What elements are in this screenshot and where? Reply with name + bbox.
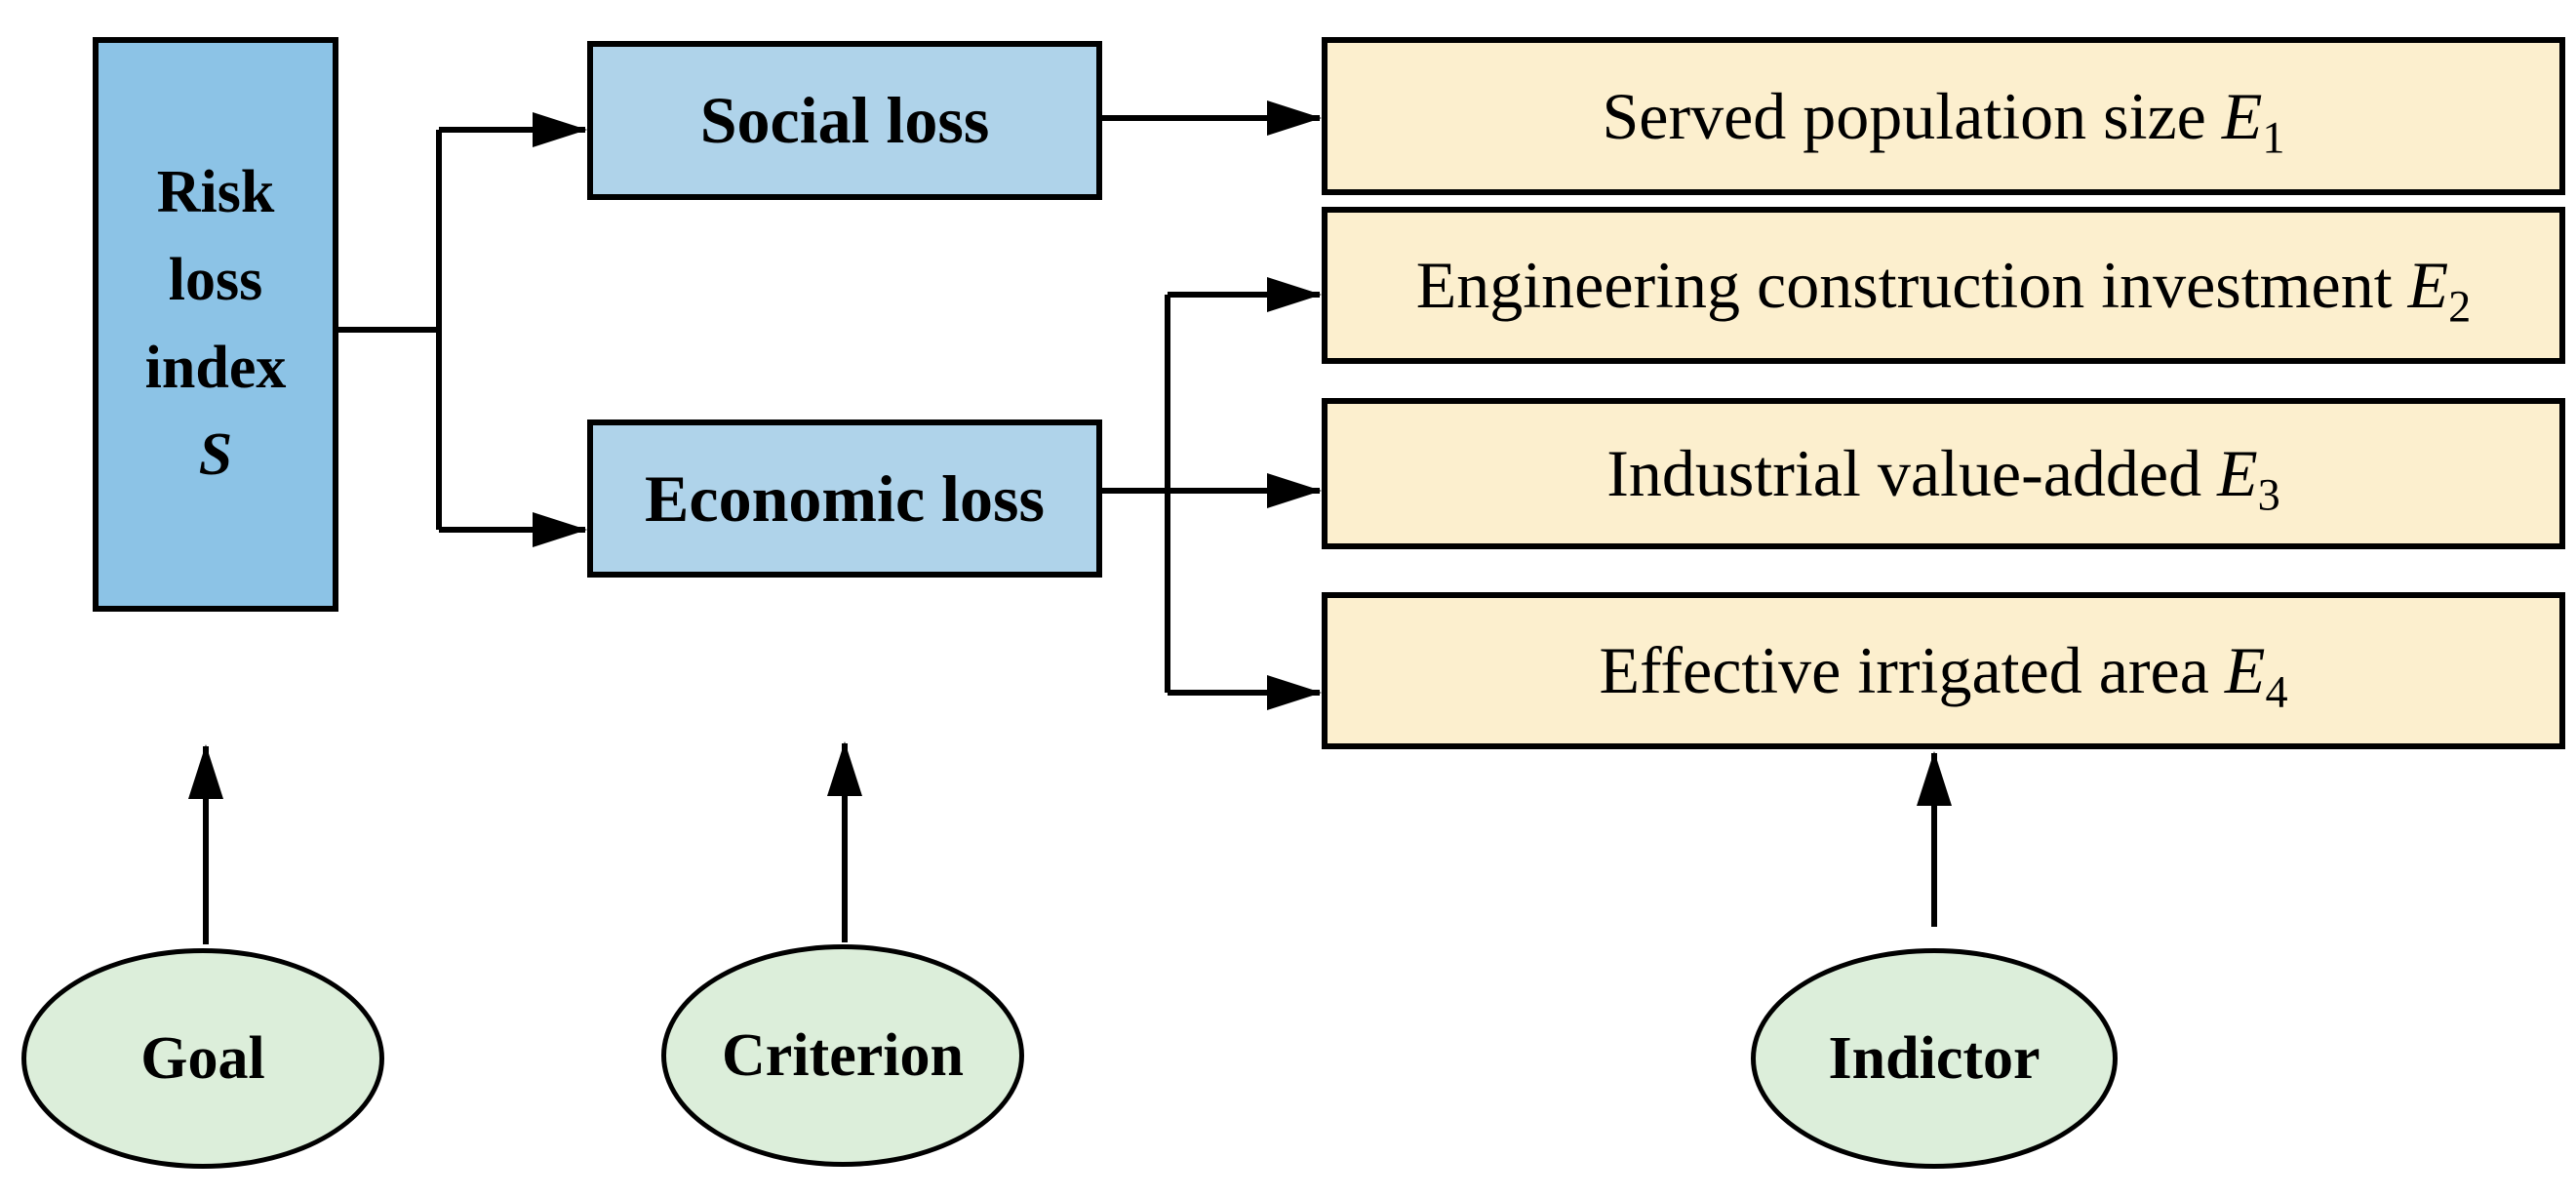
e3-symbol: E3 bbox=[2217, 436, 2280, 521]
e3-label: Industrial value-added bbox=[1606, 436, 2202, 510]
legend-ellipse-indictor: Indictor bbox=[1751, 948, 2118, 1169]
risk-line-1: Risk bbox=[156, 158, 275, 225]
risk-symbol: S bbox=[198, 421, 233, 489]
indictor-label: Indictor bbox=[1828, 1024, 2041, 1092]
risk-line-2: loss bbox=[168, 246, 263, 313]
risk-line-3: index bbox=[144, 334, 287, 401]
e2-label: Engineering construction investment bbox=[1415, 248, 2393, 322]
indicator-node-e4: Effective irrigated area E4 bbox=[1322, 592, 2565, 749]
social-loss-label: Social loss bbox=[699, 83, 990, 157]
e4-label: Effective irrigated area bbox=[1599, 633, 2209, 707]
e2-symbol: E2 bbox=[2407, 248, 2472, 333]
legend-ellipse-goal: Goal bbox=[21, 948, 384, 1169]
e1-symbol: E1 bbox=[2221, 78, 2285, 164]
connector-risk-branch bbox=[338, 130, 442, 530]
indicator-node-e2: Engineering construction investment E2 bbox=[1322, 207, 2565, 364]
goal-label: Goal bbox=[140, 1024, 265, 1092]
indicator-node-e1: Served population size E1 bbox=[1322, 37, 2565, 195]
criterion-node-social-loss: Social loss bbox=[587, 41, 1102, 200]
criterion-label: Criterion bbox=[722, 1021, 964, 1089]
criterion-node-economic-loss: Economic loss bbox=[587, 419, 1102, 578]
indicator-node-e3: Industrial value-added E3 bbox=[1322, 398, 2565, 549]
e4-symbol: E4 bbox=[2224, 633, 2288, 718]
legend-ellipse-criterion: Criterion bbox=[661, 944, 1024, 1167]
e1-label: Served population size bbox=[1602, 78, 2206, 153]
economic-loss-label: Economic loss bbox=[645, 460, 1045, 536]
goal-node-risk-loss-index: Risk loss index S bbox=[93, 37, 338, 612]
